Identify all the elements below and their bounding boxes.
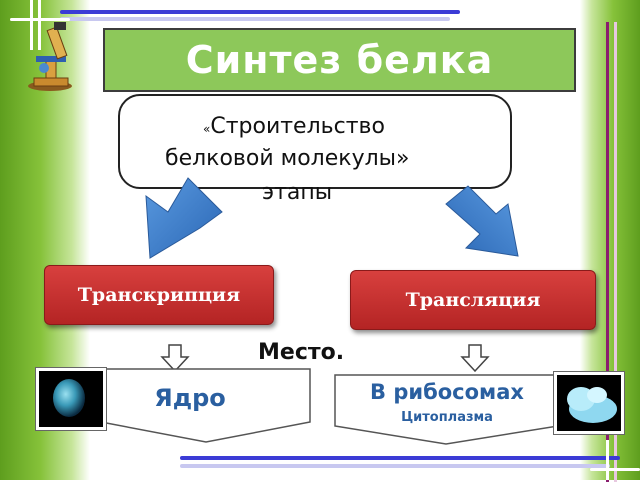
location-ribosome-tag bbox=[334, 374, 559, 445]
location-ribosome-label: В рибосомах bbox=[370, 380, 524, 404]
stages-label: этапы bbox=[262, 180, 333, 205]
subtitle-text: «Строительство белковой молекулы» bbox=[165, 112, 485, 174]
ribosome-image bbox=[554, 372, 624, 434]
location-ribosome-sublabel: Цитоплазма bbox=[401, 410, 493, 425]
microscope-icon bbox=[24, 20, 80, 92]
subtitle-line-2: белковой молекулы» bbox=[165, 146, 410, 171]
stage-transcription: Транскрипция bbox=[44, 265, 274, 325]
arrow-to-translation-icon bbox=[445, 185, 519, 257]
stage-transcription-label: Транскрипция bbox=[77, 284, 241, 306]
stage-translation: Трансляция bbox=[350, 270, 596, 330]
location-nucleus-label: Ядро bbox=[154, 384, 226, 412]
down-arrow-icon bbox=[160, 344, 190, 372]
arrow-to-transcription-icon bbox=[145, 177, 223, 259]
stage-translation-label: Трансляция bbox=[405, 289, 541, 311]
subtitle-box bbox=[118, 94, 512, 189]
title-banner: Синтез белка bbox=[103, 28, 576, 92]
open-quote: « bbox=[203, 122, 211, 136]
nucleus-image bbox=[36, 368, 106, 430]
page-title: Синтез белка bbox=[185, 38, 494, 82]
place-label: Место. bbox=[258, 340, 345, 365]
down-arrow-icon bbox=[460, 344, 490, 372]
subtitle-line-1: Строительство bbox=[210, 114, 385, 139]
